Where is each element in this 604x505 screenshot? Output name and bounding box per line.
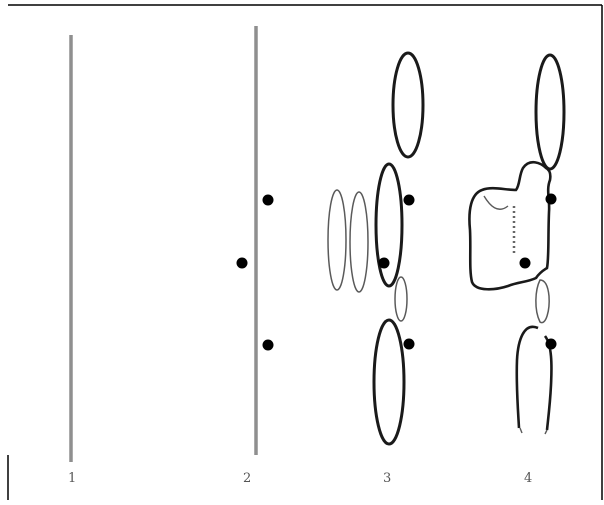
mid-loop — [374, 162, 404, 288]
panel-4: 4 — [468, 53, 566, 486]
panel-3: 3 — [327, 51, 425, 486]
panel-label-2: 2 — [243, 471, 251, 486]
top-loop — [534, 53, 566, 171]
node-dot — [262, 339, 274, 351]
panel-label-1: 1 — [68, 471, 76, 486]
node-dot — [545, 193, 557, 205]
panel-label-3: 3 — [383, 471, 391, 486]
node-dot — [262, 194, 274, 206]
inner-notch — [483, 195, 509, 210]
panel-2: 2 — [236, 26, 274, 486]
node-dot — [378, 257, 390, 269]
panel-label-4: 4 — [524, 471, 532, 486]
panel-1: 1 — [68, 35, 76, 486]
left-loop-a — [327, 189, 347, 291]
connector-bridge — [535, 279, 550, 324]
small-link — [394, 276, 408, 322]
bottom-tail-right — [544, 429, 548, 435]
left-loop-b — [349, 191, 369, 293]
node-dot — [403, 338, 415, 350]
fused-body — [468, 160, 552, 291]
bottom-loop — [372, 318, 406, 446]
node-dot — [236, 257, 248, 269]
bottom-tail-left — [519, 427, 523, 434]
frame-border — [7, 4, 603, 500]
node-dot — [545, 338, 557, 350]
node-dot — [403, 194, 415, 206]
top-loop — [391, 51, 425, 159]
node-dot — [519, 257, 531, 269]
